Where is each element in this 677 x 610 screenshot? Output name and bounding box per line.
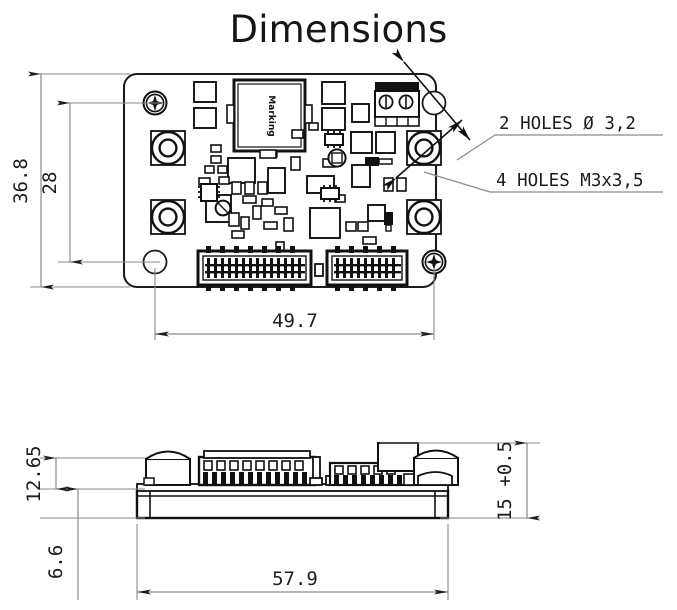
dimlabel-height-overall: 36.8 [10,158,32,204]
side-standoff-right [377,442,459,486]
standoff-m3-upper-right [405,129,443,167]
dimlabel-height-total-tol: 15 +0.5 [494,441,516,521]
component-marking-module: Marking [226,78,313,158]
pcb-side-view [135,442,459,520]
dimlabel-height-board-base: 6.6 [45,545,67,579]
connector-header-small [325,246,409,291]
leader-line-4-holes [423,171,663,193]
round-components-group [214,148,393,232]
dimlabel-height-hole-span: 28 [39,172,61,195]
connector-header-large [196,246,313,291]
chip-passive-between-connectors [314,263,324,277]
side-view-dimension-group: 12.65 6.6 15 +0.5 57.9 [23,440,540,600]
leader-arrow-4-holes [382,119,463,191]
callout-label-2-holes: 2 HOLES Ø 3,2 [499,114,636,134]
standoff-m3-upper-left [149,129,187,167]
page-title: Dimensions [229,8,448,51]
dimlabel-length-overall: 57.9 [272,568,318,590]
standoff-m3-lower-left [149,198,187,236]
dimlabel-height-components: 12.65 [23,445,45,502]
top-view-dimension-group: 36.8 28 49.7 [10,71,435,340]
smd-components-group [193,81,396,239]
side-connector-large [197,450,321,487]
pcb-top-view: Marking [122,72,447,291]
board-base-slab [135,488,450,520]
side-standoff-left [143,450,191,486]
screw-terminal-block [374,82,420,127]
component-marking-label: Marking [266,95,276,136]
callout-group: 2 HOLES Ø 3,2 4 HOLES M3x3,5 [382,48,663,193]
standoff-m3-lower-right [405,198,443,236]
dimlabel-width-hole-span: 49.7 [272,310,318,332]
soic-components-group [198,131,344,202]
leader-line-2-holes [456,134,663,161]
mounting-hole-3p2-top-right [421,90,447,116]
callout-label-4-holes: 4 HOLES M3x3,5 [496,171,644,191]
